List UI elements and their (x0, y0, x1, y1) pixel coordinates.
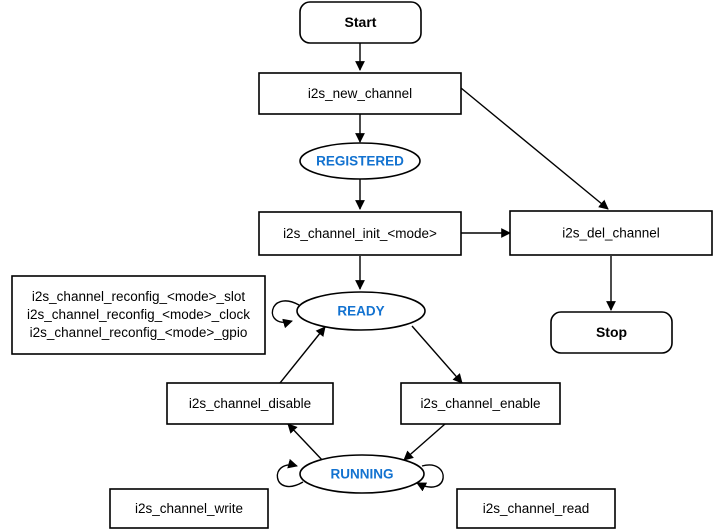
edge-channel-enable-to-running (403, 423, 446, 461)
node-channel-disable[interactable]: i2s_channel_disable (166, 382, 334, 425)
channel-write-label: i2s_channel_write (135, 501, 243, 516)
node-state-running[interactable]: RUNNING (299, 454, 425, 494)
node-channel-read[interactable]: i2s_channel_read (456, 488, 616, 529)
start-label: Start (345, 14, 377, 30)
channel-init-shape (258, 211, 462, 256)
reconfig-shape (11, 275, 266, 355)
edge-running-self-loop-write (276, 458, 304, 488)
channel-init-label: i2s_channel_init_<mode> (283, 226, 437, 241)
new-channel-label: i2s_new_channel (308, 86, 412, 101)
edge-layer (271, 43, 616, 492)
channel-enable-shape (400, 382, 561, 425)
node-new-channel[interactable]: i2s_new_channel (258, 72, 462, 115)
channel-disable-shape (166, 382, 334, 425)
start-shape (299, 1, 422, 44)
node-reconfig-box[interactable]: i2s_channel_reconfig_<mode>_slot i2s_cha… (11, 275, 266, 355)
channel-write-shape (109, 488, 269, 529)
ready-label: READY (337, 304, 384, 319)
node-state-registered[interactable]: REGISTERED (299, 142, 421, 180)
node-channel-init[interactable]: i2s_channel_init_<mode> (258, 211, 462, 256)
channel-disable-label: i2s_channel_disable (189, 396, 311, 411)
running-label: RUNNING (331, 467, 394, 482)
node-channel-enable[interactable]: i2s_channel_enable (400, 382, 561, 425)
edge-channel-disable-to-ready (279, 326, 326, 384)
node-stop[interactable]: Stop (550, 311, 673, 354)
edge-ready-self-loop (271, 300, 300, 329)
node-del-channel[interactable]: i2s_del_channel (509, 210, 713, 256)
stop-label: Stop (596, 324, 627, 340)
edge-running-to-channel-disable (287, 423, 325, 463)
edge-ready-to-channel-enable (411, 325, 463, 384)
reconfig-line-2: i2s_channel_reconfig_<mode>_clock (27, 307, 250, 322)
node-channel-write[interactable]: i2s_channel_write (109, 488, 269, 529)
stop-shape (550, 311, 673, 354)
reconfig-line-3: i2s_channel_reconfig_<mode>_gpio (30, 325, 248, 340)
edge-running-self-loop-read (416, 464, 444, 492)
del-channel-label: i2s_del_channel (562, 226, 660, 241)
edge-new-channel-to-del-channel (460, 87, 609, 210)
reconfig-line-1: i2s_channel_reconfig_<mode>_slot (32, 289, 245, 304)
node-state-ready[interactable]: READY (296, 291, 426, 331)
del-channel-shape (509, 210, 713, 256)
running-shape (299, 454, 425, 494)
new-channel-shape (258, 72, 462, 115)
channel-enable-label: i2s_channel_enable (420, 396, 540, 411)
registered-label: REGISTERED (316, 154, 404, 169)
ready-shape (296, 291, 426, 331)
channel-read-label: i2s_channel_read (483, 501, 590, 516)
registered-shape (299, 142, 421, 180)
channel-read-shape (456, 488, 616, 529)
node-start[interactable]: Start (299, 1, 422, 44)
